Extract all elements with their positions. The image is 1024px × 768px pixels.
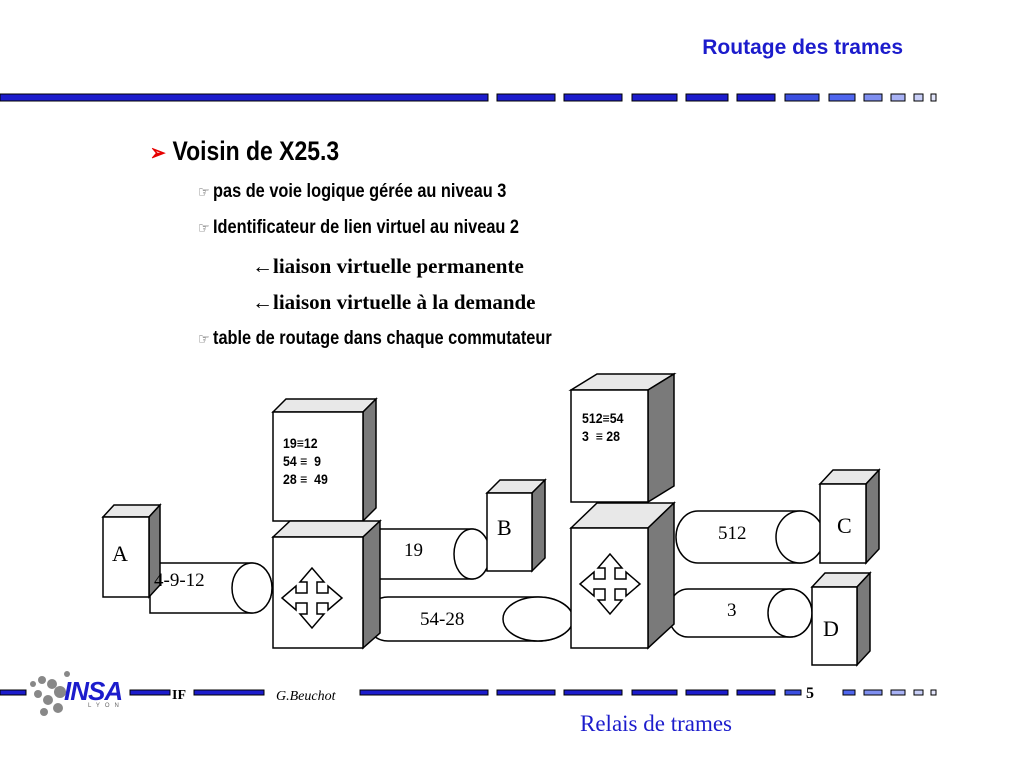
link-sw2-d-label: 3	[727, 600, 737, 621]
switch-2	[568, 372, 677, 650]
pipe-sw1-sw2	[365, 596, 574, 642]
slide-title: Routage des trames	[702, 36, 903, 59]
arrow-bullet-icon: ➢	[150, 140, 166, 165]
bullet-2: ☞Identificateur de lien virtuel au nivea…	[198, 217, 520, 238]
link-sw1-b-label: 19	[404, 540, 423, 561]
insa-logo-mark	[30, 671, 70, 716]
left-arrow-icon: ←	[252, 254, 273, 278]
insa-logo-sub: LYON	[88, 703, 124, 709]
node-c	[818, 468, 881, 565]
node-b	[485, 478, 547, 573]
footer-author: G.Beuchot	[276, 689, 336, 704]
node-a	[101, 503, 162, 599]
left-arrow-icon: ←	[252, 290, 273, 314]
footer-dept: IF	[172, 688, 186, 703]
link-a-sw1-label: 4-9-12	[154, 570, 205, 591]
top-decorative-bar	[0, 93, 937, 102]
pipe-a-sw1	[149, 562, 273, 614]
switch-1	[271, 397, 382, 650]
pipe-sw2-d	[667, 588, 813, 638]
node-a-label: A	[112, 541, 128, 566]
sub-bullet-1: ←liaison virtuelle permanente	[252, 254, 524, 278]
node-d-label: D	[823, 616, 839, 641]
link-sw2-c-label: 512	[718, 523, 747, 544]
node-d	[810, 571, 872, 667]
pointing-hand-icon: ☞	[198, 184, 210, 201]
node-b-label: B	[497, 515, 512, 540]
pointing-hand-icon: ☞	[198, 331, 210, 348]
pipe-sw2-c	[675, 510, 825, 564]
pointing-hand-icon: ☞	[198, 220, 210, 237]
page-number: 5	[806, 685, 814, 702]
bullet-3: ☞table de routage dans chaque commutateu…	[198, 328, 552, 349]
node-c-label: C	[837, 513, 852, 538]
course-title: Relais de trames	[580, 711, 733, 736]
heading-voisin: ➢Voisin de X25.3	[150, 136, 340, 166]
link-sw1-sw2-label: 54-28	[420, 609, 465, 630]
pipe-sw1-b	[349, 528, 491, 580]
footer-bar	[0, 671, 937, 716]
insa-logo: INSA	[64, 676, 123, 706]
sub-bullet-2: ←liaison virtuelle à la demande	[252, 290, 536, 314]
bullet-1: ☞pas de voie logique gérée au niveau 3	[198, 181, 507, 202]
